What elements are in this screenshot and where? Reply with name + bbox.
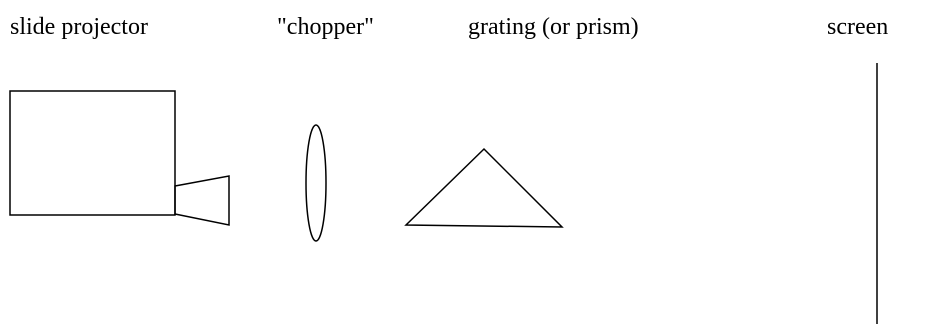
projector-body: [9, 90, 176, 216]
grating-label: grating (or prism): [468, 14, 639, 40]
slide-projector-label: slide projector: [10, 14, 148, 40]
chopper-disk: [305, 124, 327, 242]
projector-lens: [174, 175, 230, 226]
chopper-label: "chopper": [277, 14, 374, 40]
prism-triangle: [404, 147, 564, 228]
screen-label: screen: [827, 14, 889, 40]
